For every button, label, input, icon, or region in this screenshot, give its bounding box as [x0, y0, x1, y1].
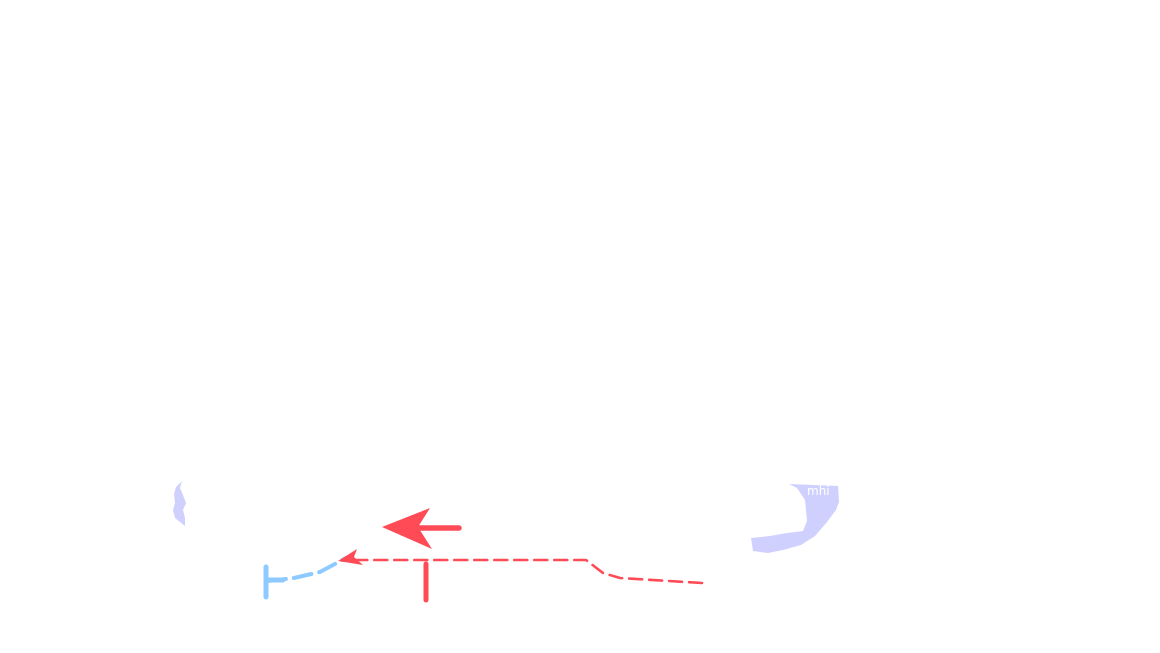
- route-arrowhead-icon: [338, 549, 363, 565]
- route-start-marker-icon[interactable]: [263, 564, 286, 600]
- direction-arrow-icon[interactable]: [382, 508, 462, 549]
- primary-route-line: [348, 558, 704, 585]
- right-landmass: [751, 484, 839, 553]
- left-landmass: [173, 481, 186, 526]
- landmass-label: mhi: [807, 484, 830, 498]
